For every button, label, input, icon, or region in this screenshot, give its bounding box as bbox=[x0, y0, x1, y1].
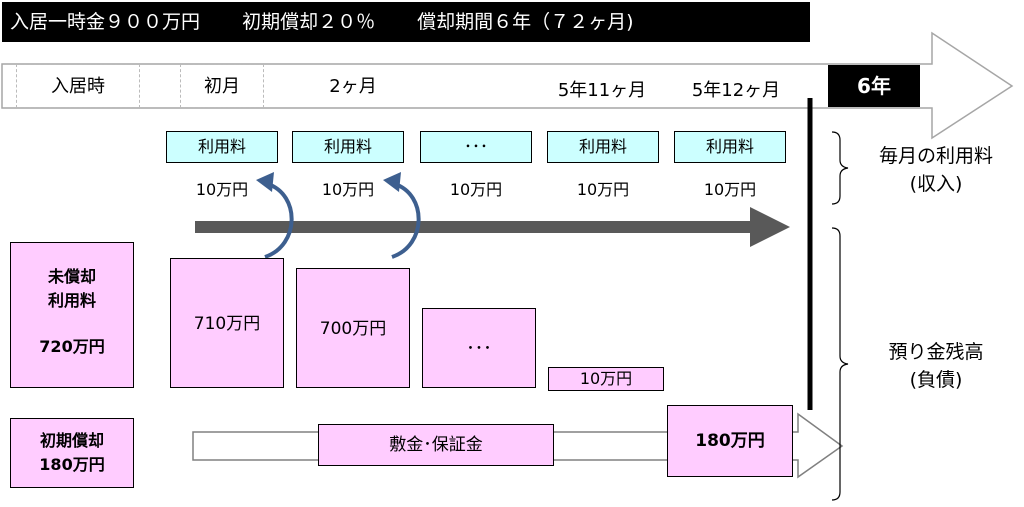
timeline-second-month: 2ヶ月 bbox=[329, 76, 377, 97]
balance-box: 700万円 bbox=[296, 268, 410, 388]
timeline-move-in: 入居時 bbox=[16, 64, 140, 108]
income-brace bbox=[831, 131, 849, 205]
initial-amortization-box: 初期償却 180万円 bbox=[10, 418, 134, 488]
header-initial-amortization: 初期償却２０％ bbox=[242, 11, 376, 33]
curve-arrow-2-head bbox=[383, 172, 401, 192]
header-deposit: 入居一時金９００万円 bbox=[10, 11, 201, 33]
fee-box: 利用料 bbox=[166, 131, 278, 163]
fee-amount: 10万円 bbox=[321, 180, 375, 199]
liability-label: 預り金残高 (負債) bbox=[856, 338, 1016, 394]
header-bar: 入居一時金９００万円 初期償却２０％ 償却期間６年（７２ヶ月) bbox=[2, 2, 810, 42]
fee-box: 利用料 bbox=[547, 131, 659, 163]
deposit-box: 敷金･保証金 bbox=[318, 424, 554, 466]
liability-brace bbox=[831, 227, 849, 501]
curve-arrow-2 bbox=[391, 182, 421, 259]
curve-arrow-1-head bbox=[256, 172, 274, 192]
fee-box: 利用料 bbox=[292, 131, 404, 163]
timeline-5y11: 5年11ヶ月 bbox=[557, 80, 647, 101]
timeline-arrow bbox=[1, 31, 1014, 140]
header-amortization-period: 償却期間６年（７２ヶ月) bbox=[417, 11, 634, 33]
liability-label-line1: 預り金残高 bbox=[888, 341, 984, 363]
fee-amount: 10万円 bbox=[576, 180, 630, 199]
fee-box-ellipsis: ･･･ bbox=[420, 131, 532, 163]
curve-arrow-1 bbox=[264, 182, 294, 259]
initial-label-line2: 180万円 bbox=[39, 455, 105, 474]
timeline-first-month: 初月 bbox=[180, 64, 264, 108]
balance-box: 710万円 bbox=[170, 258, 284, 388]
timeline-year6: 6年 bbox=[828, 65, 920, 107]
final-amount-box: 180万円 bbox=[667, 405, 793, 477]
unamortized-label-line2: 利用料 bbox=[47, 291, 96, 310]
fee-amount: 10万円 bbox=[449, 180, 503, 199]
fee-amount: 10万円 bbox=[703, 180, 757, 199]
unamortized-fee-box: 未償却 利用料 720万円 bbox=[10, 242, 134, 388]
unamortized-amount: 720万円 bbox=[39, 337, 105, 356]
income-label: 毎月の利用料 (収入) bbox=[856, 142, 1016, 198]
liability-label-line2: (負債) bbox=[909, 369, 963, 391]
unamortized-label-line1: 未償却 bbox=[47, 267, 96, 286]
balance-box: 10万円 bbox=[548, 367, 664, 391]
income-label-line2: (収入) bbox=[909, 173, 963, 195]
income-label-line1: 毎月の利用料 bbox=[878, 145, 993, 167]
fee-amount: 10万円 bbox=[195, 180, 249, 199]
initial-label-line1: 初期償却 bbox=[39, 431, 104, 450]
balance-box-ellipsis: ･･･ bbox=[422, 308, 536, 388]
timeline-5y12: 5年12ヶ月 bbox=[691, 80, 781, 101]
fee-box: 利用料 bbox=[674, 131, 786, 163]
flow-arrow bbox=[195, 207, 790, 247]
